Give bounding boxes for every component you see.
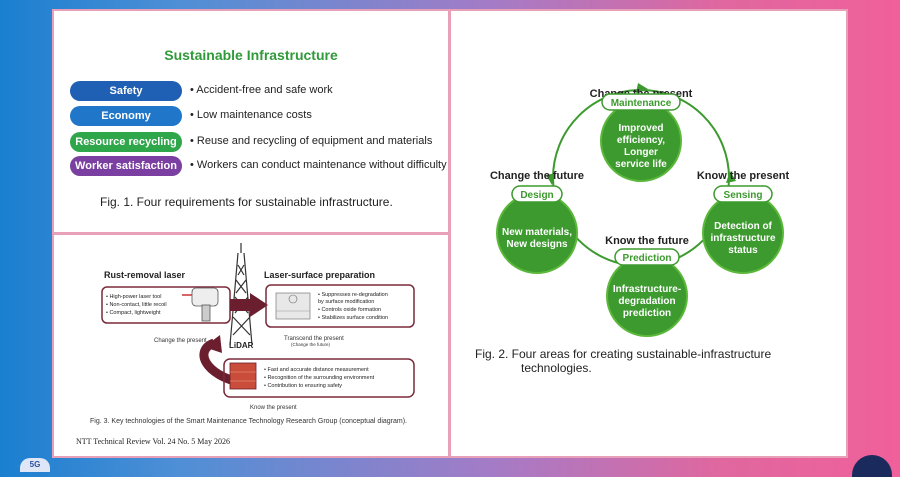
- corner-badge: 5G: [20, 458, 50, 472]
- rust-bullets: • High-power laser tool • Non-contact, l…: [106, 294, 168, 316]
- area-desc-line: service life: [615, 159, 667, 170]
- laser-surface-title: Laser-surface preparation: [264, 270, 375, 280]
- area-node-top: Change the presentMaintenanceImprovedeff…: [590, 88, 693, 182]
- area-tag: [713, 185, 773, 203]
- curved-arrowhead-icon: [204, 335, 222, 353]
- area-tag: [614, 248, 680, 266]
- journal-footer: NTT Technical Review Vol. 24 No. 5 May 2…: [76, 437, 230, 446]
- area-desc-line: infrastructure: [710, 233, 775, 244]
- area-desc-line: degradation: [618, 296, 675, 307]
- lidar-box: [223, 358, 415, 398]
- area-tag: [511, 185, 563, 203]
- area-header: Know the present: [697, 170, 790, 182]
- fig1-panel: Sustainable Infrastructure Safety • Accid…: [52, 9, 450, 234]
- laser-surface-box: [265, 284, 415, 328]
- requirement-pill: Safety: [70, 81, 182, 101]
- fig2-panel: Change the presentMaintenanceImprovedeff…: [449, 9, 848, 458]
- rust-removal-title: Rust-removal laser: [104, 270, 186, 280]
- lidar-bullets: • Fast and accurate distance measurement…: [264, 367, 376, 389]
- area-desc-line: status: [728, 245, 758, 256]
- area-tag-label: Sensing: [724, 190, 763, 201]
- fig2-diagram: Change the presentMaintenanceImprovedeff…: [490, 83, 790, 337]
- area-tag-label: Maintenance: [611, 98, 672, 109]
- fig2-caption-line1: Fig. 2. Four areas for creating sustaina…: [475, 347, 772, 361]
- area-desc-line: efficiency,: [617, 135, 665, 146]
- area-desc-line: Detection of: [714, 221, 772, 232]
- area-desc-line: Infrastructure-: [613, 284, 681, 295]
- lidar-label: LiDAR: [229, 341, 254, 350]
- ring-arrow-left-icon: [546, 173, 556, 185]
- fig1-title: Sustainable Infrastructure: [164, 47, 338, 63]
- surface-prep-icon: [275, 292, 311, 320]
- area-node-bottom: Know the futurePredictionInfrastructure-…: [605, 235, 689, 337]
- area-desc-line: Longer: [624, 147, 658, 158]
- area-tag-label: Design: [520, 190, 553, 201]
- area-header: Know the future: [605, 235, 689, 247]
- requirement-pill: Economy: [70, 106, 182, 126]
- requirement-text: • Reuse and recycling of equipment and m…: [190, 135, 433, 147]
- lidar-device-icon: [229, 362, 257, 390]
- fig2-caption-line2: technologies.: [521, 361, 592, 375]
- requirement-text: • Low maintenance costs: [190, 109, 312, 121]
- requirement-pill: Worker satisfaction: [70, 156, 182, 176]
- fig3-diagram: LiDAR Rust-removal laser • High-power la…: [101, 243, 415, 411]
- corner-logo-icon: [852, 455, 892, 477]
- area-tag-label: Prediction: [623, 253, 672, 264]
- area-header: Change the future: [490, 170, 584, 182]
- lidar-sub: Know the present: [250, 405, 297, 411]
- requirement-text: • Workers can conduct maintenance withou…: [190, 159, 447, 171]
- laser-bullets: • Suppresses re-degradation by surface m…: [318, 292, 389, 321]
- laser-sub2: (Change the future): [291, 342, 331, 347]
- area-desc-line: New designs: [506, 239, 568, 250]
- area-desc-line: Improved: [618, 123, 663, 134]
- laser-tool-icon: [182, 287, 219, 322]
- laser-sub: Transcend the present: [284, 336, 344, 342]
- rust-sub: Change the present: [154, 338, 207, 344]
- fig3-caption: Fig. 3. Key technologies of the Smart Ma…: [90, 418, 407, 425]
- arrow-right-icon: [230, 293, 268, 317]
- ring-arrow-top-icon: [636, 83, 648, 93]
- requirement-pill: Resource recycling: [70, 132, 182, 152]
- fig2-caption: Fig. 2. Four areas for creating sustaina…: [475, 347, 835, 375]
- requirement-text: • Accident-free and safe work: [190, 84, 333, 96]
- lidar-tower-icon: [229, 243, 253, 346]
- fig1-caption: Fig. 1. Four requirements for sustainabl…: [100, 195, 393, 209]
- ring-arrow-right-icon: [726, 171, 736, 183]
- area-desc-line: prediction: [623, 308, 671, 319]
- area-desc-line: New materials,: [502, 227, 572, 238]
- fig3-panel: LiDAR Rust-removal laser • High-power la…: [52, 233, 450, 458]
- area-tag: [601, 93, 681, 111]
